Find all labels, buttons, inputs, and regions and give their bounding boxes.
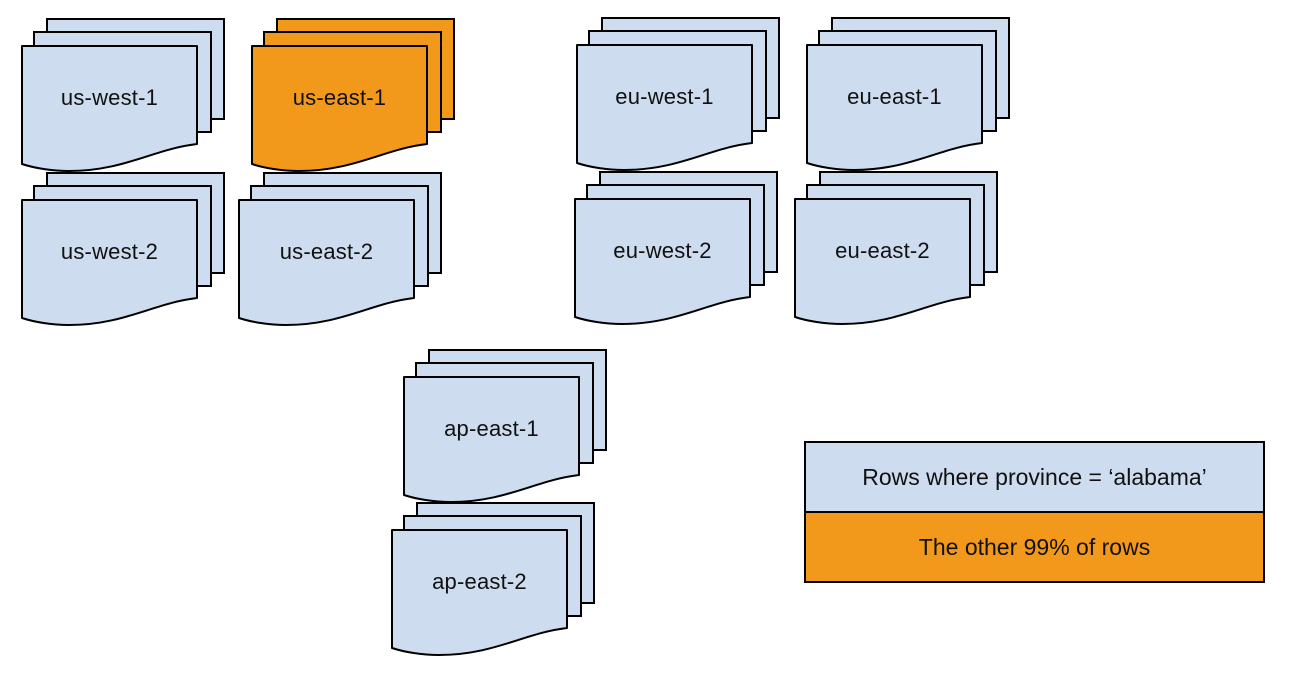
document-sheet-front xyxy=(238,199,415,326)
region-stack-eu-west-1: eu-west-1 xyxy=(575,17,780,178)
document-sheet-front xyxy=(251,45,428,172)
document-sheet-front xyxy=(794,198,971,325)
document-sheet-front xyxy=(403,376,580,503)
region-stack-ap-east-2: ap-east-2 xyxy=(390,502,595,663)
region-stack-us-east-1: us-east-1 xyxy=(250,18,455,179)
document-sheet-front xyxy=(21,45,198,172)
legend-row-orange: The other 99% of rows xyxy=(806,511,1263,581)
legend: Rows where province = ‘alabama’ The othe… xyxy=(804,441,1265,583)
region-stack-eu-east-1: eu-east-1 xyxy=(805,17,1010,178)
document-sheet-front xyxy=(574,198,751,325)
document-sheet-front xyxy=(806,44,983,171)
region-stack-us-west-2: us-west-2 xyxy=(20,172,225,333)
region-stack-eu-east-2: eu-east-2 xyxy=(793,171,998,332)
document-sheet-front xyxy=(21,199,198,326)
region-stack-us-east-2: us-east-2 xyxy=(237,172,442,333)
document-sheet-front xyxy=(576,44,753,171)
legend-label: The other 99% of rows xyxy=(918,533,1151,560)
legend-row-blue: Rows where province = ‘alabama’ xyxy=(806,443,1263,511)
region-stack-ap-east-1: ap-east-1 xyxy=(402,349,607,510)
region-stack-eu-west-2: eu-west-2 xyxy=(573,171,778,332)
region-stack-us-west-1: us-west-1 xyxy=(20,18,225,179)
legend-label: Rows where province = ‘alabama’ xyxy=(862,463,1207,490)
document-sheet-front xyxy=(391,529,568,656)
